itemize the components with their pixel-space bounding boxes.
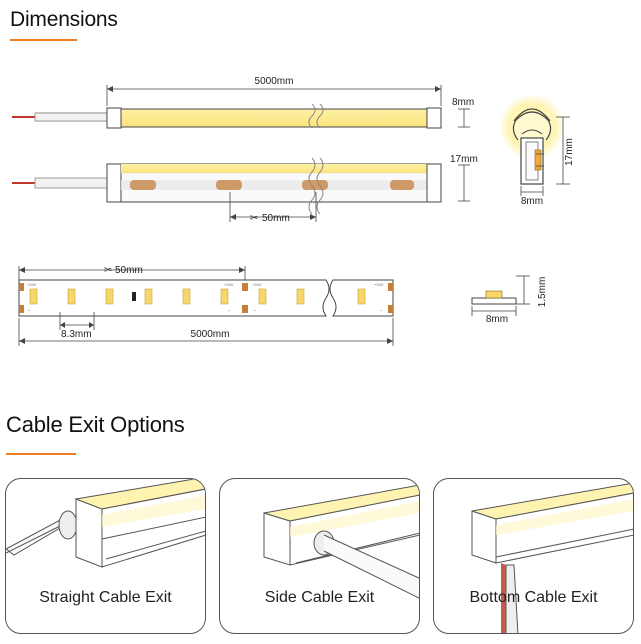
scissors-icon: ✂ (250, 213, 258, 224)
pcb-mark-minus-left: - (28, 308, 30, 314)
side-cable-exit-illustration (263, 484, 419, 599)
cross-section-view: 17mm 8mm (499, 94, 575, 207)
pcb-mark-minus-mid-2: - (254, 308, 256, 314)
cable-exit-label-bottom: Bottom Cable Exit (469, 589, 598, 606)
straight-cable-exit-illustration (6, 479, 205, 568)
pcb-led-spacing-label: 8.3mm (61, 329, 92, 340)
cable-exit-card-side[interactable]: Side Cable Exit (219, 478, 420, 634)
pcb-mark-plus-mid-2: +24V (252, 282, 262, 287)
pcb-mark-minus-mid-1: - (228, 308, 230, 314)
bottom-cable-exit-illustration (471, 482, 633, 633)
cable-exit-label-straight: Straight Cable Exit (39, 589, 172, 606)
side-led-pitch-label: 50mm (262, 213, 290, 224)
dimensions-heading-underline (10, 39, 77, 41)
dimensions-heading: Dimensions (10, 8, 118, 31)
pcb-total-length-label: 5000mm (191, 329, 230, 340)
pcb-mark-plus-left: +24V (27, 282, 37, 287)
top-strip-height-label: 8mm (452, 97, 474, 108)
cable-exit-card-bottom[interactable]: Bottom Cable Exit (433, 478, 634, 634)
top-strip-length-label: 5000mm (255, 76, 294, 87)
pcb-profile-view: 1.5mm 8mm (471, 275, 548, 325)
scissors-icon: ✂ (104, 265, 112, 276)
side-strip-view: 50mm ✂ 17mm (12, 154, 478, 224)
dimensions-diagram: 5000mm 8mm 50mm ✂ 17mm (12, 76, 575, 346)
top-strip-front-view: 5000mm 8mm (12, 76, 474, 129)
cable-exit-card-straight[interactable]: Straight Cable Exit (5, 478, 206, 634)
cross-section-width-label: 8mm (521, 196, 543, 207)
pcb-mark-plus-right: +24V (374, 282, 384, 287)
side-strip-height-label: 17mm (450, 154, 478, 165)
pcb-profile-height-label: 1.5mm (537, 277, 548, 308)
pcb-strip-view: +24V +24V +24V +24V - - - - ✂ 50mm 8.3mm… (18, 265, 394, 346)
cable-exit-heading: Cable Exit Options (6, 412, 185, 437)
cross-section-height-label: 17mm (564, 138, 575, 166)
pcb-led-chips (29, 288, 366, 305)
cable-exit-label-side: Side Cable Exit (264, 589, 375, 606)
pcb-mark-minus-right: - (380, 308, 382, 314)
cable-exit-heading-underline (6, 453, 76, 455)
pcb-segment-label: 50mm (115, 265, 143, 276)
pcb-profile-width-label: 8mm (486, 314, 508, 325)
pcb-mark-plus-mid-1: +24V (224, 282, 234, 287)
